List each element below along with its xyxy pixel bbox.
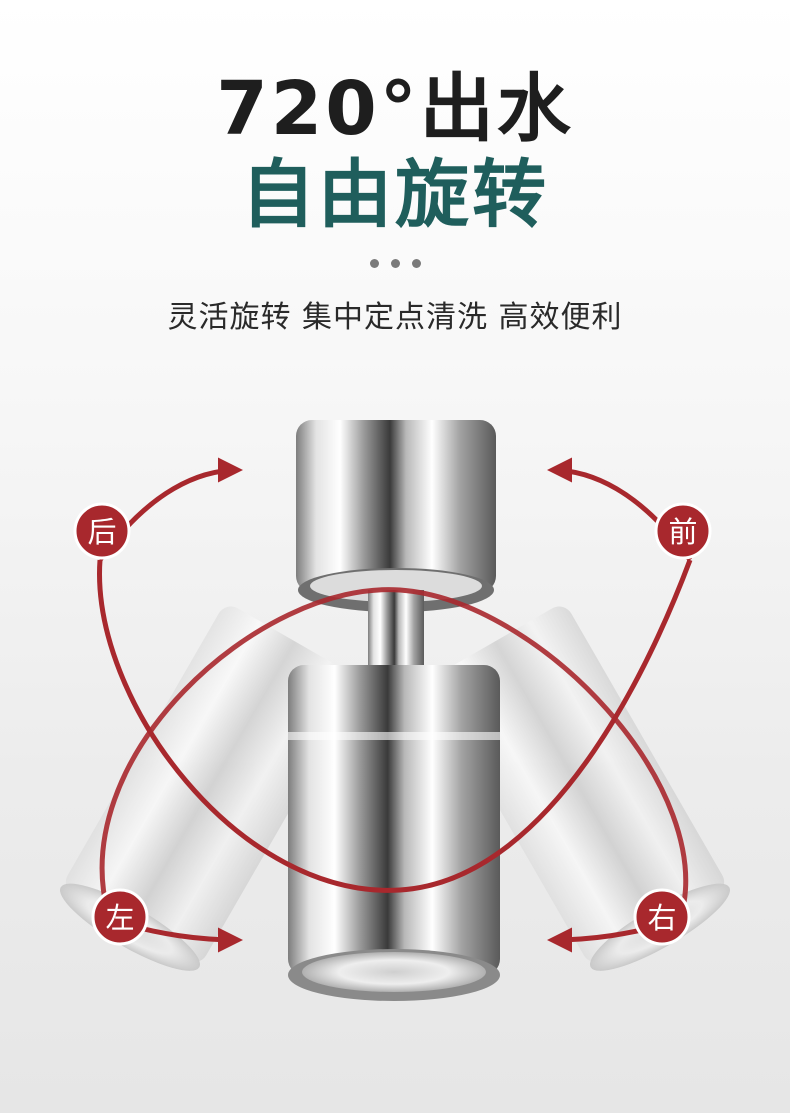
badge-left: 左 [91, 888, 149, 946]
badge-back-label: 后 [87, 515, 116, 549]
headline-line-1: 720°出水 [216, 66, 574, 152]
badge-right: 右 [633, 888, 691, 946]
badge-front: 前 [654, 502, 712, 560]
badge-front-label: 前 [668, 515, 697, 549]
badge-back: 后 [73, 502, 131, 560]
badge-left-label: 左 [105, 901, 134, 935]
subtitle: 灵活旋转 集中定点清洗 高效便利 [167, 300, 623, 335]
separator-dots [0, 259, 790, 268]
badge-right-label: 右 [647, 901, 676, 935]
faucet-body [288, 665, 500, 1001]
faucet-top-cap [296, 420, 496, 612]
headline-line-2: 自由旋转 [241, 152, 549, 238]
